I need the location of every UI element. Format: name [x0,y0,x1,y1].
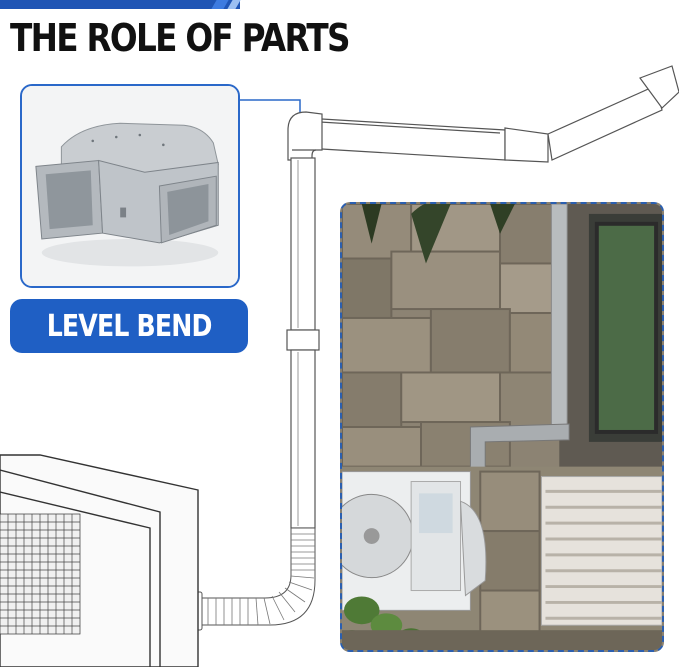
top-duct-run [304,65,679,163]
installation-photo-frame [340,202,664,652]
corner-elbow [287,111,323,161]
header-accent-bar [0,0,240,9]
photo-louver-panel [541,476,662,626]
photo-ac-unit [342,471,487,611]
page-title: THE ROLE OF PARTS [10,16,351,60]
flex-hose [183,527,316,631]
vertical-duct [286,157,320,529]
part-label-text: LEVEL BEND [46,308,213,344]
level-bend-image [22,86,238,286]
part-label-badge: LEVEL BEND [10,299,248,353]
product-image-card [20,84,240,288]
stone-wall [342,204,561,468]
ac-unit-grille [0,513,81,635]
installation-photo [342,204,662,650]
